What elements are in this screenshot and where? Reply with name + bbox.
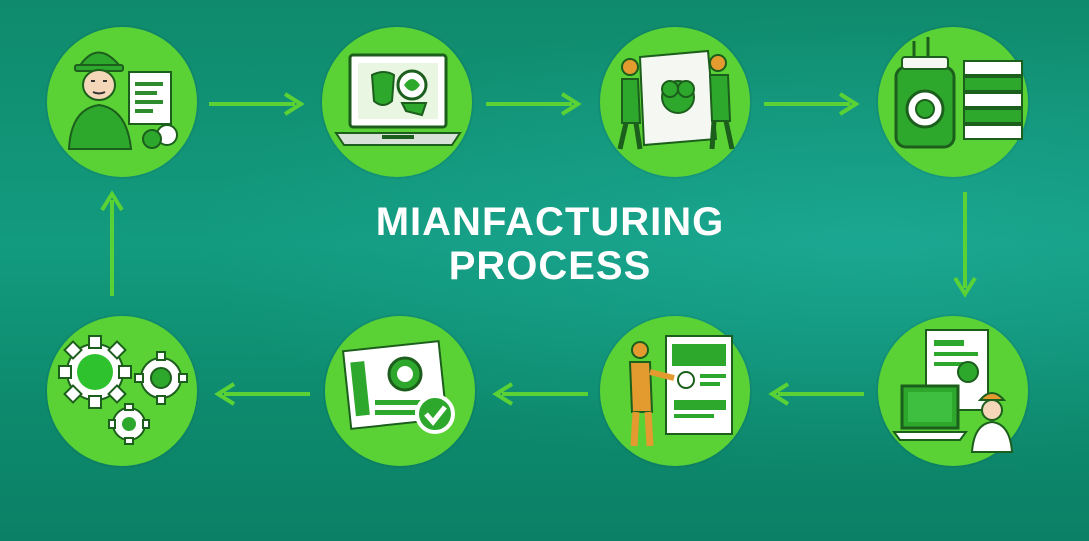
arrow-step-5-to-6 [768, 382, 864, 406]
arrow-step-6-to-7 [492, 382, 588, 406]
arrow-step-1-to-2 [209, 92, 305, 116]
quality-approval-icon [341, 340, 455, 434]
step-6-node [600, 316, 750, 466]
step-7-node [325, 316, 475, 466]
title-line-2: PROCESS [448, 244, 652, 288]
presentation-board-icon [628, 335, 733, 447]
arrow-step-8-to-1 [100, 190, 124, 296]
workers-planning-icon [617, 49, 735, 150]
arrow-step-2-to-3 [486, 92, 582, 116]
step-2-node [322, 27, 472, 177]
gears-icon [58, 335, 188, 445]
diagram-title: MIANFACTURING PROCESS [300, 200, 800, 288]
title-line-1: MIANFACTURING [375, 200, 725, 244]
step-5-node [878, 316, 1028, 466]
step-1-node [47, 27, 197, 177]
arrow-step-7-to-8 [214, 382, 310, 406]
laptop-design-icon [334, 53, 462, 146]
arrow-step-4-to-5 [953, 192, 977, 298]
materials-stock-icon [894, 37, 1023, 149]
step-8-node [47, 316, 197, 466]
worker-with-documents-icon [67, 51, 178, 150]
engineer-computer-icon [892, 329, 1014, 453]
arrow-step-3-to-4 [764, 92, 860, 116]
step-3-node [600, 27, 750, 177]
step-4-node [878, 27, 1028, 177]
